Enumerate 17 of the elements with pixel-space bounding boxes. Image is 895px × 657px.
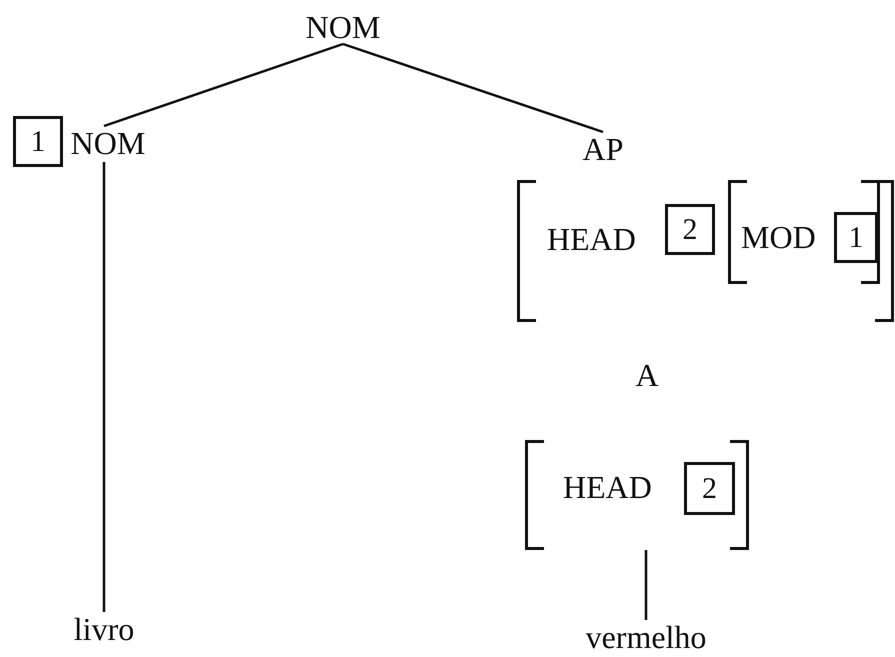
node-label: A (634, 358, 660, 392)
index-tag: 1 (834, 212, 878, 263)
tree-branch (644, 550, 648, 620)
node-label: livro (72, 612, 136, 646)
index-tag: 2 (684, 462, 735, 515)
tree-branch (104, 42, 344, 128)
tree-branch (102, 162, 106, 612)
index-tag: 1 (13, 116, 63, 167)
node-label: NOM (304, 10, 382, 44)
feature-name: HEAD (547, 222, 636, 256)
node-label: NOM (70, 126, 146, 160)
feature-name: MOD (741, 220, 816, 254)
node-label: vermelho (584, 620, 708, 654)
tree-branch (342, 42, 604, 134)
index-tag: 2 (665, 204, 715, 255)
node-label: AP (582, 132, 624, 166)
feature-name: HEAD (563, 470, 652, 504)
